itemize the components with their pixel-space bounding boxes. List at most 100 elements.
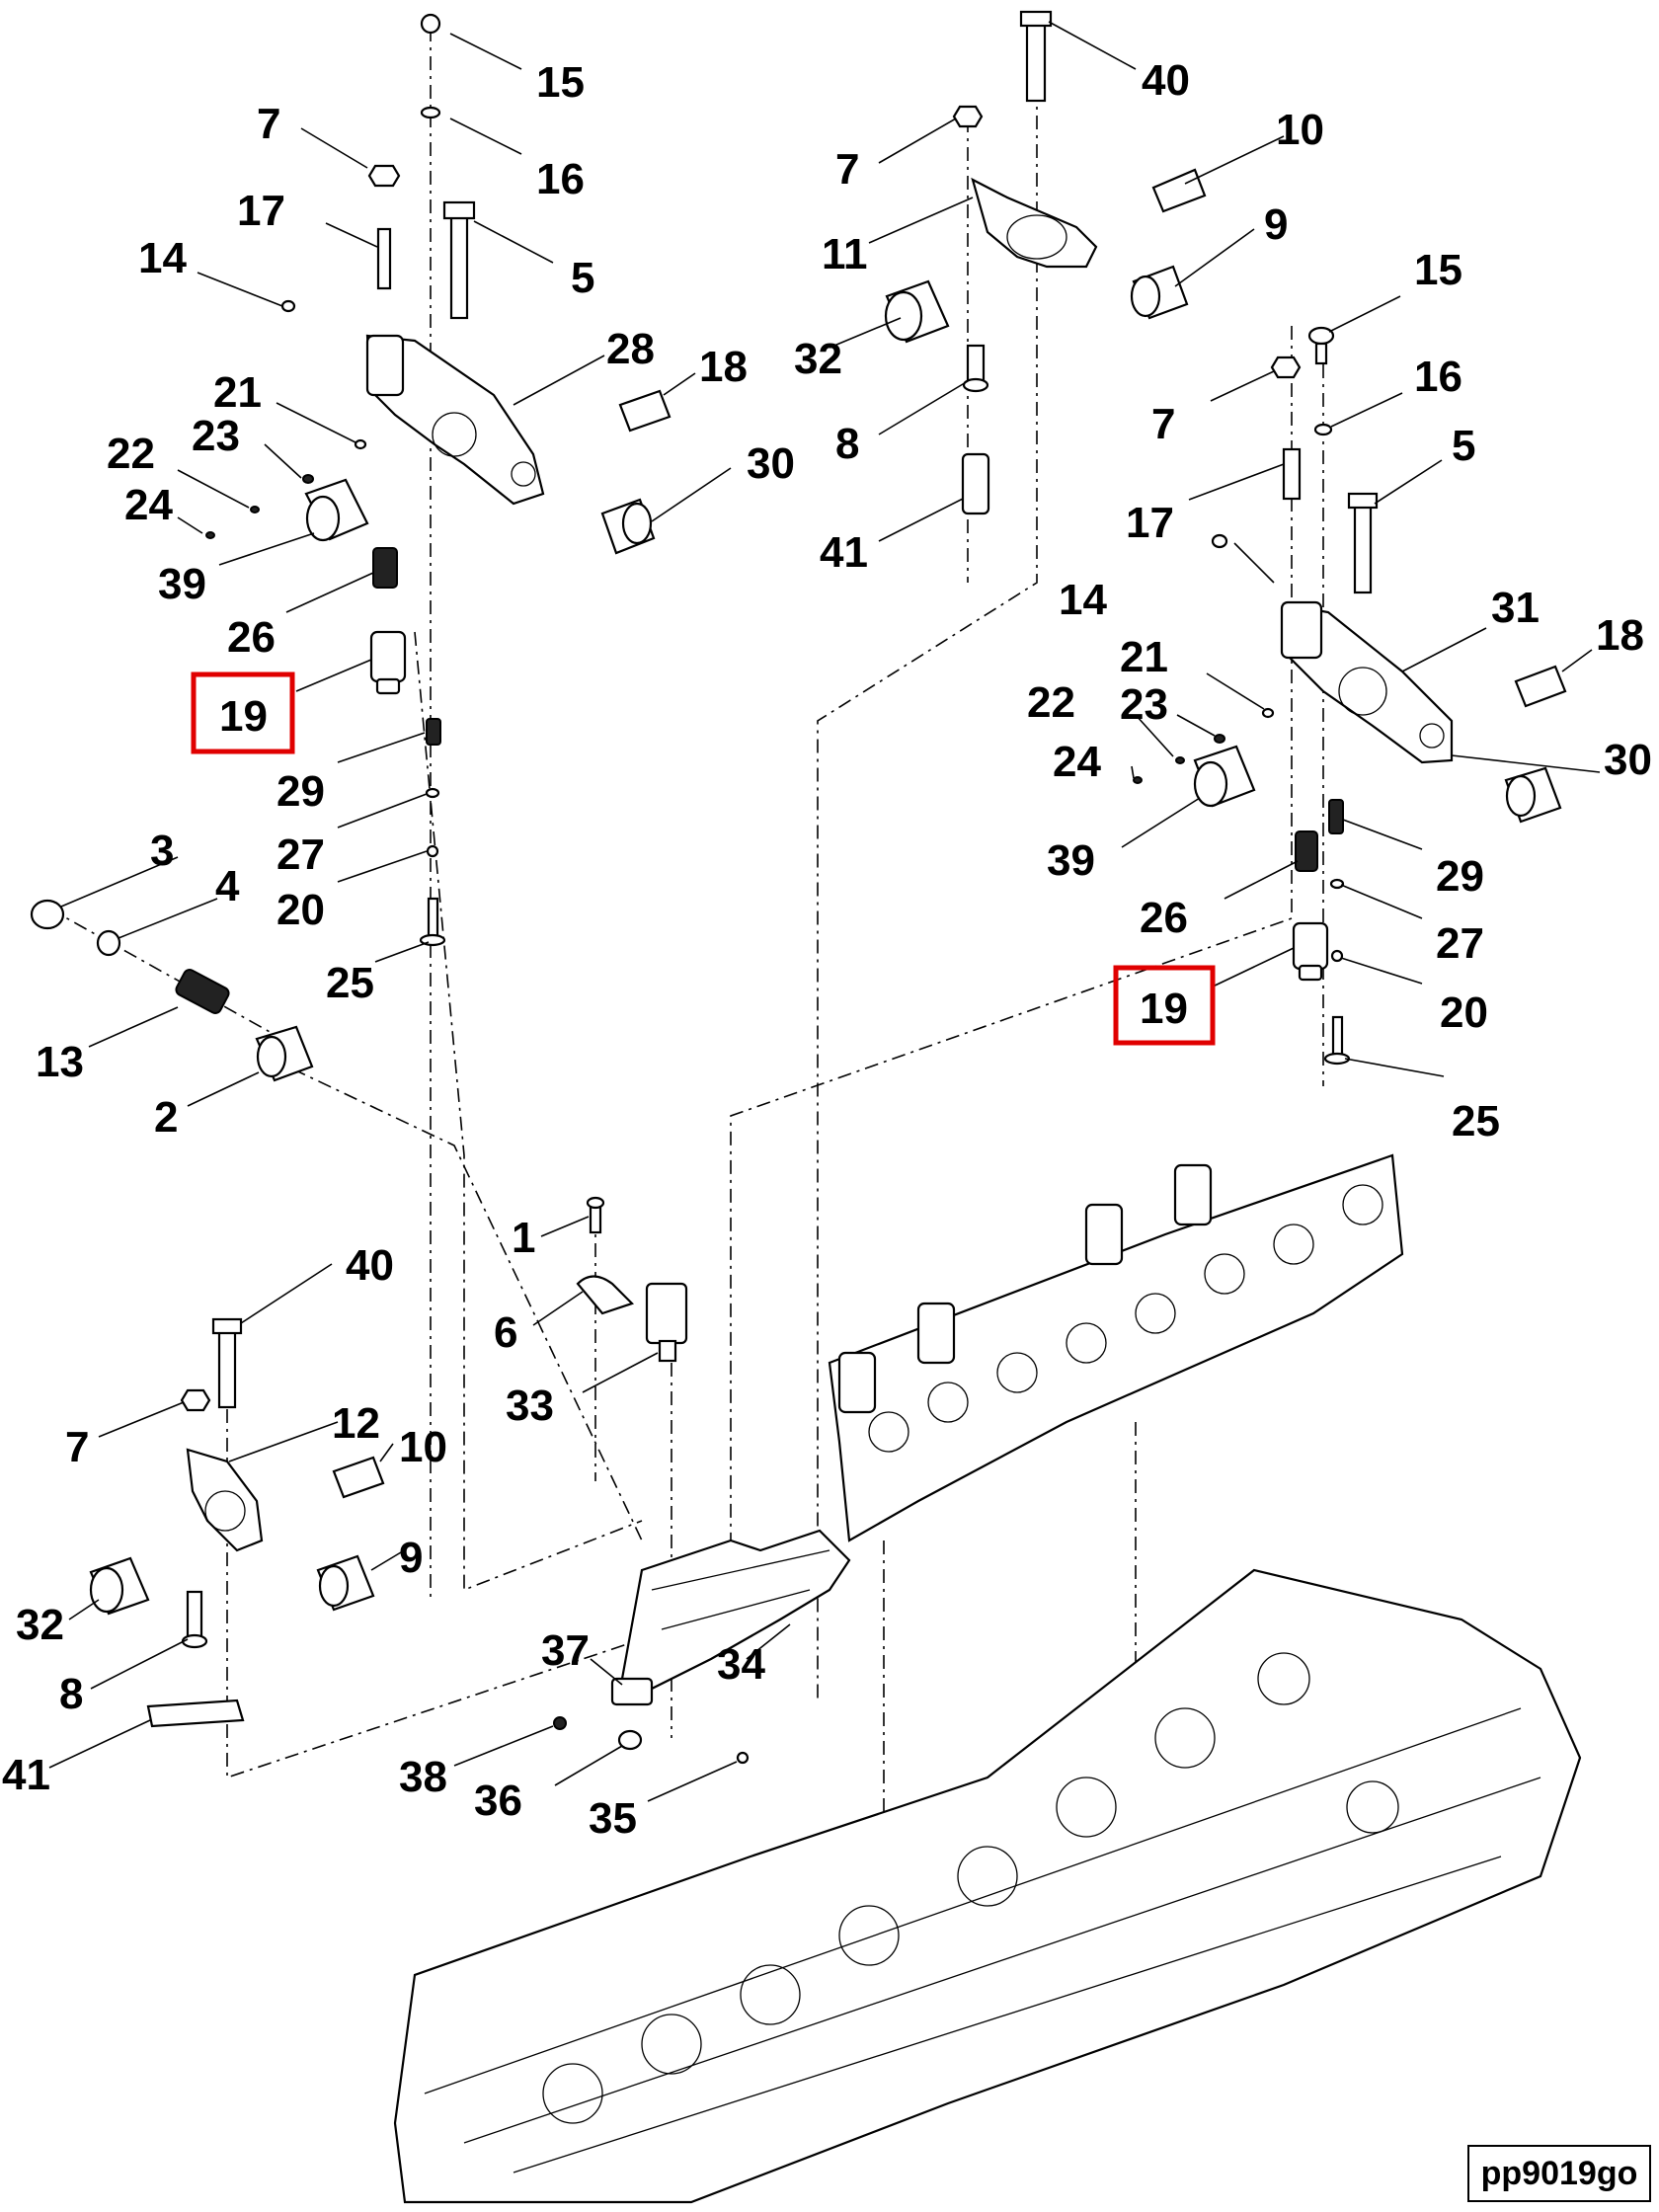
pin-18b	[1514, 665, 1567, 708]
callout-5: 5	[1452, 422, 1475, 470]
callout-39: 39	[1047, 836, 1095, 885]
bolt-head-15b	[1307, 326, 1335, 346]
callout-14: 14	[138, 234, 187, 282]
callout-13: 13	[36, 1038, 84, 1086]
pin-18a	[618, 389, 672, 433]
callout-10: 10	[399, 1423, 447, 1471]
callout-37: 37	[541, 1626, 590, 1675]
callout-34: 34	[717, 1640, 765, 1689]
plunger-19b	[1292, 921, 1329, 971]
callout-20: 20	[1440, 988, 1488, 1037]
ball-20b	[1330, 949, 1344, 963]
ball-21b	[1261, 707, 1275, 719]
nut-7c	[1270, 356, 1302, 379]
callout-15: 15	[1414, 246, 1462, 294]
callout-17: 17	[1126, 499, 1174, 547]
callout-9: 9	[399, 1534, 423, 1582]
callout-35: 35	[589, 1794, 637, 1843]
bolt-head-15a	[420, 13, 441, 35]
ball-14a	[280, 299, 296, 313]
callout-16: 16	[536, 155, 585, 203]
spring-26a	[372, 547, 398, 589]
callout-12: 12	[332, 1399, 380, 1448]
leaders-upper-left	[177, 33, 732, 963]
callout-2: 2	[154, 1093, 178, 1142]
nut-7a	[367, 164, 401, 188]
callout-39: 39	[158, 560, 206, 608]
callout-38: 38	[399, 1753, 447, 1801]
pin-35	[736, 1751, 750, 1765]
rocker-group-upper-left	[205, 13, 672, 947]
callout-22: 22	[107, 430, 155, 478]
assembled-rocker-row	[828, 1153, 1404, 1542]
stud-17b	[1282, 447, 1302, 501]
plunger-19a	[369, 630, 407, 683]
callout-7: 7	[65, 1423, 89, 1471]
callout-labels: 15 16 7 17 5 14 28 18 21 23 22 24 30 39 …	[2, 56, 1652, 1843]
callout-32: 32	[794, 335, 842, 383]
spring-29a	[426, 718, 441, 746]
valve-25a	[427, 897, 439, 940]
bolt-5b	[1353, 502, 1373, 594]
spring-13	[175, 969, 230, 1014]
highlight-box-19-left	[191, 672, 295, 754]
pushrod-41b	[146, 1698, 245, 1728]
callout-7: 7	[257, 100, 280, 148]
callout-32: 32	[16, 1601, 64, 1649]
pin-24a	[205, 531, 215, 539]
callout-40: 40	[1142, 56, 1190, 105]
washer-4	[96, 929, 121, 957]
clip-6	[576, 1275, 635, 1315]
callout-40: 40	[346, 1241, 394, 1290]
solenoid-group-center	[532, 1196, 688, 1393]
callout-8: 8	[59, 1670, 83, 1718]
rocker-group-lower-left	[48, 1263, 402, 1769]
carrier-assembly-center	[453, 1529, 851, 1802]
callout-26: 26	[227, 613, 276, 662]
callout-11: 11	[822, 230, 868, 278]
rocker-arm-12	[186, 1448, 264, 1552]
ball-20a	[426, 844, 439, 858]
callout-16: 16	[1414, 353, 1462, 401]
callout-25: 25	[1452, 1097, 1500, 1146]
callout-33: 33	[506, 1382, 554, 1430]
connector-37	[610, 1677, 654, 1706]
nut-7b	[952, 105, 984, 128]
screw-8b	[186, 1590, 203, 1643]
ring-27a	[425, 787, 440, 799]
rocker-arm-28	[365, 334, 545, 506]
callout-36: 36	[474, 1777, 522, 1825]
callout-31: 31	[1491, 584, 1540, 632]
callout-7: 7	[835, 145, 859, 194]
rocker-arm-11	[971, 177, 1098, 269]
callout-29: 29	[1436, 852, 1484, 901]
callout-4: 4	[215, 862, 240, 910]
callout-19: 19	[1140, 985, 1188, 1033]
spring-29b	[1328, 799, 1344, 834]
ring-22b	[1175, 756, 1185, 764]
callout-15: 15	[536, 58, 585, 107]
rocker-group-upper-center	[829, 10, 1285, 542]
bolt-40a	[1025, 20, 1047, 103]
nut-7d	[180, 1388, 211, 1412]
cylinder-head	[393, 1568, 1582, 2204]
callout-30: 30	[747, 439, 795, 488]
ring-27b	[1329, 878, 1345, 890]
pin-10a	[1151, 168, 1207, 213]
bolt-head-5a	[442, 200, 476, 220]
spring-26b	[1295, 830, 1318, 872]
callout-27: 27	[1436, 919, 1484, 968]
callout-25: 25	[326, 959, 374, 1007]
solenoid-33	[645, 1282, 688, 1345]
callout-1: 1	[512, 1214, 535, 1262]
callout-28: 28	[606, 325, 655, 373]
callout-19: 19	[219, 692, 268, 741]
callout-17: 17	[237, 187, 285, 235]
ring-3	[30, 899, 65, 930]
ring-36	[617, 1729, 643, 1751]
clip-23b	[1214, 734, 1225, 744]
bolt-40b	[217, 1326, 237, 1409]
highlight-box-19-right	[1113, 965, 1216, 1046]
washer-16b	[1313, 423, 1333, 436]
callout-41: 41	[820, 528, 868, 577]
